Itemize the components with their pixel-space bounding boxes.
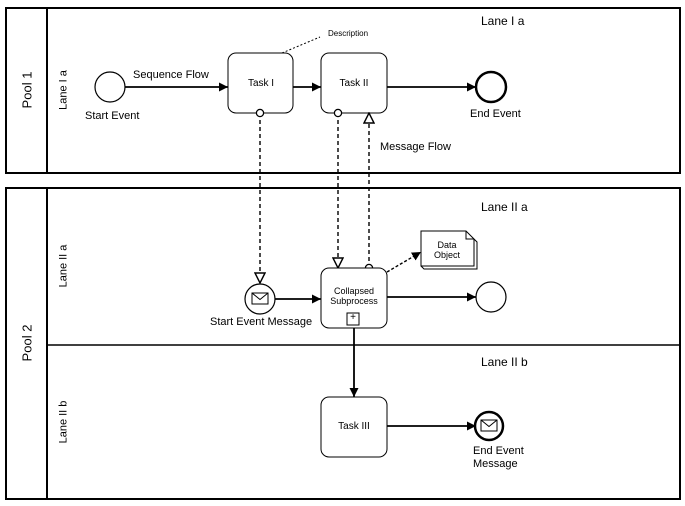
description-association [281, 36, 321, 54]
task-3[interactable] [320, 396, 388, 458]
envelope-icon [480, 419, 498, 432]
subprocess-marker [346, 312, 360, 326]
start-event-message[interactable] [244, 283, 276, 315]
end-event[interactable] [474, 70, 508, 104]
data-association[interactable] [386, 251, 422, 273]
task-2[interactable] [320, 52, 388, 114]
end-event-lane-2a[interactable] [475, 281, 507, 313]
start-event[interactable] [94, 71, 126, 103]
task-1[interactable] [227, 52, 294, 114]
end-event-message[interactable] [473, 410, 505, 442]
envelope-icon [251, 292, 269, 305]
data-object[interactable] [420, 230, 478, 270]
